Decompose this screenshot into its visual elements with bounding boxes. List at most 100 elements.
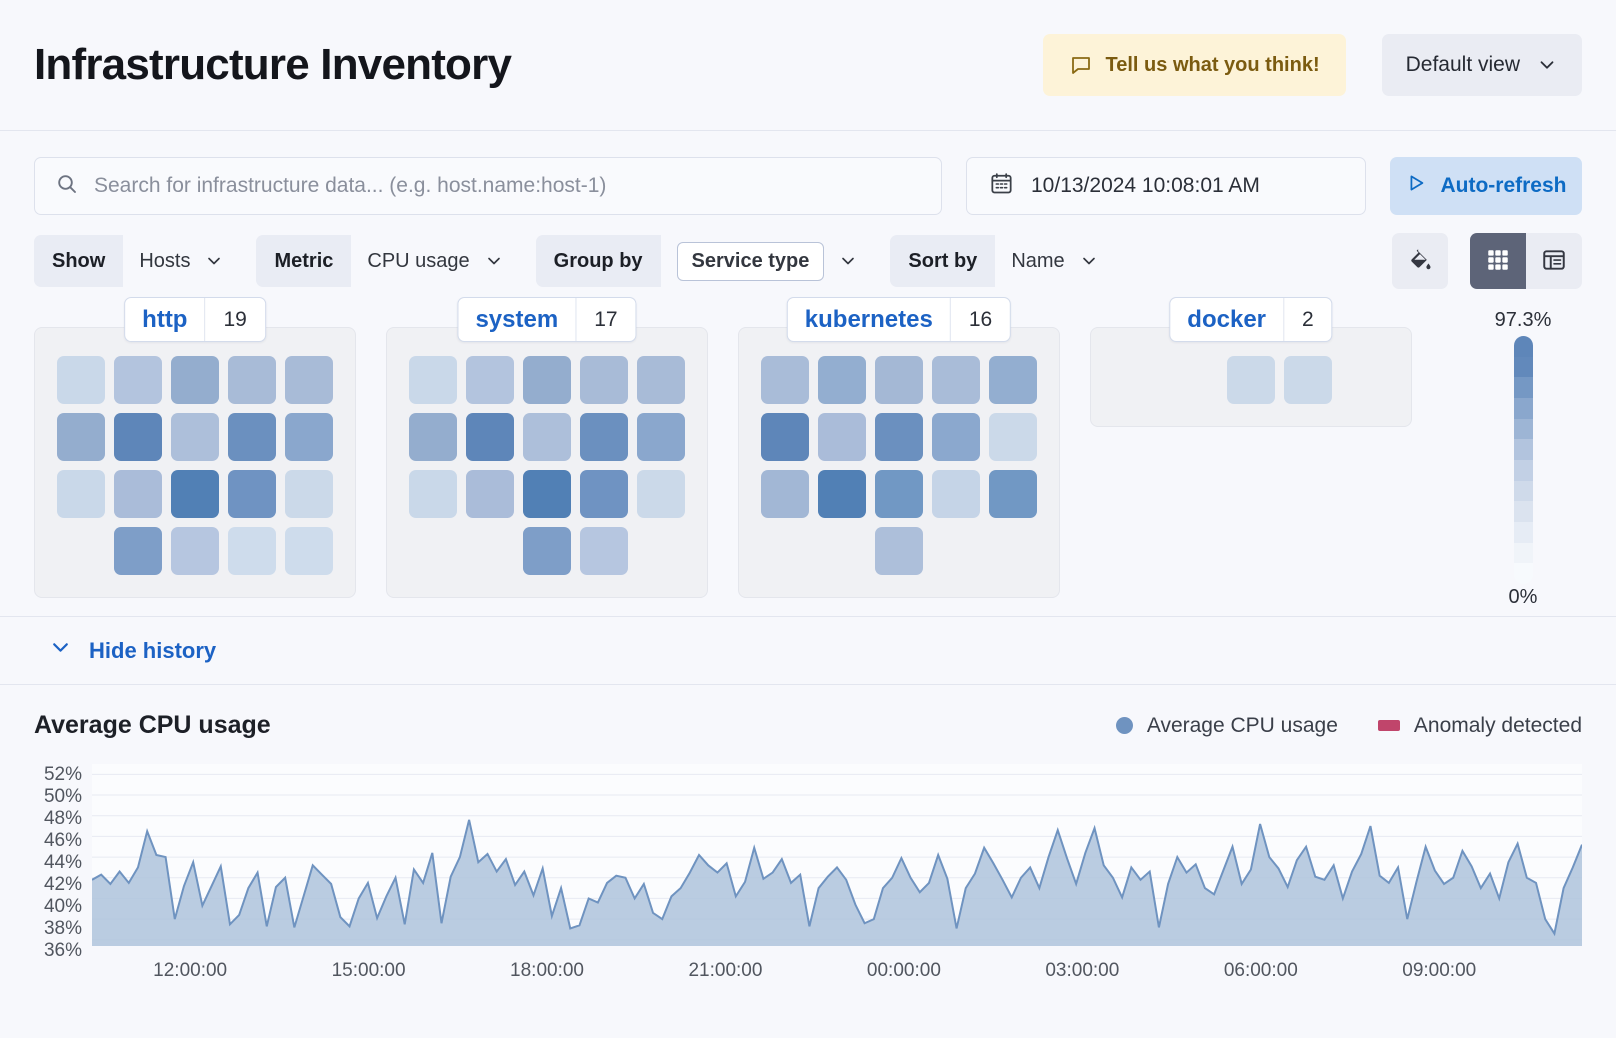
waffle-cell[interactable] — [228, 413, 276, 461]
waffle-cell[interactable] — [114, 413, 162, 461]
waffle-cell[interactable] — [285, 413, 333, 461]
group-panel-docker — [1090, 327, 1412, 427]
waffle-cell[interactable] — [932, 413, 980, 461]
filter-sort-by-select[interactable]: Name — [995, 235, 1115, 287]
waffle-cell[interactable] — [932, 356, 980, 404]
waffle-cell[interactable] — [637, 413, 685, 461]
waffle-cell[interactable] — [409, 356, 457, 404]
waffle-spacer — [57, 527, 105, 575]
auto-refresh-label: Auto-refresh — [1440, 174, 1567, 197]
waffle-cell[interactable] — [523, 356, 571, 404]
waffle-cell[interactable] — [580, 470, 628, 518]
waffle-cell[interactable] — [228, 527, 276, 575]
waffle-cell[interactable] — [818, 413, 866, 461]
waffle-cell[interactable] — [761, 470, 809, 518]
waffle-cell[interactable] — [114, 470, 162, 518]
waffle-cell[interactable] — [409, 470, 457, 518]
waffle-cell[interactable] — [637, 470, 685, 518]
waffle-cell[interactable] — [989, 470, 1037, 518]
scale-max-label: 97.3% — [1494, 309, 1552, 331]
feedback-button[interactable]: Tell us what you think! — [1042, 34, 1346, 96]
waffle-cell[interactable] — [466, 470, 514, 518]
waffle-cell[interactable] — [114, 356, 162, 404]
group-count: 16 — [949, 298, 1010, 341]
waffle-cell[interactable] — [580, 356, 628, 404]
waffle-cell[interactable] — [171, 413, 219, 461]
waffle-cell[interactable] — [57, 470, 105, 518]
waffle-cell[interactable] — [989, 356, 1037, 404]
chevron-down-icon — [484, 251, 504, 271]
waffle-cell[interactable] — [171, 527, 219, 575]
waffle-cell[interactable] — [761, 356, 809, 404]
waffle-cell[interactable] — [637, 356, 685, 404]
waffle-cell[interactable] — [285, 470, 333, 518]
date-picker[interactable]: 10/13/2024 10:08:01 AM — [966, 157, 1366, 215]
color-fill-button[interactable] — [1392, 233, 1448, 289]
waffle-cell[interactable] — [228, 356, 276, 404]
scale-band — [1513, 542, 1533, 564]
waffle-cell[interactable] — [875, 527, 923, 575]
legend-label-average-cpu-usage: Average CPU usage — [1146, 713, 1338, 737]
x-tick-label: 00:00:00 — [866, 960, 941, 981]
grid-view-button[interactable] — [1470, 233, 1526, 289]
table-view-icon — [1541, 247, 1567, 276]
waffle-cell[interactable] — [875, 413, 923, 461]
auto-refresh-button[interactable]: Auto-refresh — [1390, 157, 1582, 215]
chevron-down-icon — [838, 251, 858, 271]
waffle-cell[interactable] — [580, 413, 628, 461]
waffle-cell[interactable] — [523, 527, 571, 575]
history-chart-section: Average CPU usage Average CPU usage Anom… — [0, 685, 1616, 990]
chevron-down-icon — [1536, 54, 1558, 76]
date-picker-value: 10/13/2024 10:08:01 AM — [1031, 174, 1260, 197]
waffle-cell[interactable] — [580, 527, 628, 575]
x-tick-label: 09:00:00 — [1402, 960, 1477, 981]
waffle-cell[interactable] — [285, 527, 333, 575]
chart-plot-area[interactable] — [92, 764, 1582, 946]
waffle-cell[interactable] — [818, 470, 866, 518]
search-input[interactable] — [94, 174, 921, 198]
waffle-cell[interactable] — [171, 356, 219, 404]
table-view-button[interactable] — [1526, 233, 1582, 289]
waffle-cell[interactable] — [57, 356, 105, 404]
waffle-grid — [1113, 356, 1389, 404]
filter-show-select[interactable]: Hosts — [123, 235, 241, 287]
waffle-spacer — [466, 527, 514, 575]
waffle-cell[interactable] — [1227, 356, 1275, 404]
waffle-cell[interactable] — [228, 470, 276, 518]
waffle-cell[interactable] — [171, 470, 219, 518]
waffle-cell[interactable] — [875, 470, 923, 518]
filter-metric-select[interactable]: CPU usage — [351, 235, 520, 287]
waffle-cell[interactable] — [523, 470, 571, 518]
waffle-cell[interactable] — [466, 413, 514, 461]
waffle-cell[interactable] — [989, 413, 1037, 461]
view-selector-button[interactable]: Default view — [1381, 34, 1582, 96]
waffle-cell[interactable] — [466, 356, 514, 404]
scale-band — [1513, 398, 1533, 419]
waffle-cell[interactable] — [1284, 356, 1332, 404]
waffle-cell[interactable] — [932, 470, 980, 518]
waffle-cell[interactable] — [114, 527, 162, 575]
waffle-cell[interactable] — [57, 413, 105, 461]
waffle-cell[interactable] — [875, 356, 923, 404]
waffle-cell[interactable] — [818, 356, 866, 404]
filter-metric-value: CPU usage — [367, 249, 470, 272]
group-panel-kubernetes — [738, 327, 1060, 598]
waffle-cell[interactable] — [761, 413, 809, 461]
scale-band — [1513, 356, 1533, 378]
play-icon — [1405, 172, 1427, 200]
chart-y-axis: 52%50%48%46%44%42%40%38%36% — [34, 764, 92, 961]
waffle-cell[interactable] — [409, 413, 457, 461]
waffle-spacer — [761, 527, 809, 575]
waffle-cell[interactable] — [523, 413, 571, 461]
waffle-spacer — [409, 527, 457, 575]
filter-group-by-select[interactable]: Service type — [660, 235, 875, 287]
feedback-button-label: Tell us what you think! — [1105, 53, 1320, 76]
waffle-cell[interactable] — [285, 356, 333, 404]
search-bar[interactable] — [34, 157, 942, 215]
hide-history-toggle[interactable]: Hide history — [0, 617, 1616, 685]
